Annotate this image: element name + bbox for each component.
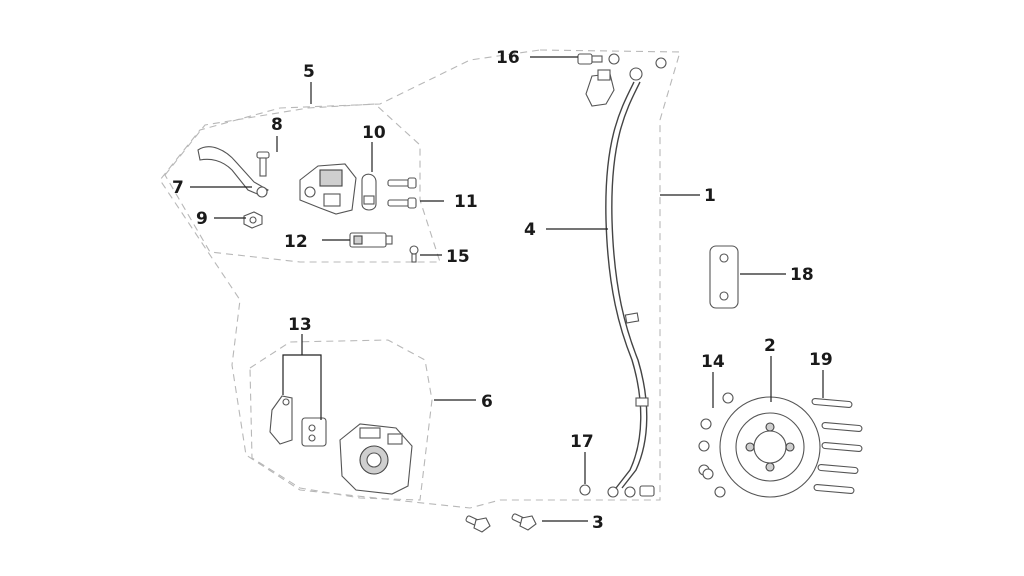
callout-14: 14 (701, 352, 725, 372)
brake-switch-part (349, 232, 393, 248)
brake-disc-part (719, 396, 821, 498)
clamp-bolts-part (387, 177, 417, 209)
banjo-fitting-top-part (585, 69, 615, 107)
callout-9: 9 (196, 209, 208, 229)
callout-16: 16 (496, 48, 520, 68)
callout-5: 5 (303, 62, 315, 82)
outline-master-cylinder-5 (164, 103, 441, 263)
lower-fittings-part (579, 484, 655, 498)
brake-hose-part (605, 67, 649, 489)
callout-13: 13 (288, 315, 312, 335)
callout-8: 8 (271, 115, 283, 135)
callout-10: 10 (362, 123, 386, 143)
pivot-bolt-part (256, 151, 270, 177)
callout-4: 4 (524, 220, 536, 240)
master-cylinder-part (299, 163, 357, 215)
small-screw-part (409, 245, 419, 263)
leader-lines (190, 56, 824, 522)
brake-lever-part (197, 146, 269, 198)
clamp-part (361, 173, 377, 211)
callout-17: 17 (570, 432, 594, 452)
bracket-part (709, 245, 739, 309)
disc-bolts-part (811, 397, 863, 495)
callout-labels: 1 2 3 4 5 6 7 8 9 10 11 12 13 14 15 16 1… (172, 48, 833, 533)
nut-part (243, 211, 263, 229)
callout-7: 7 (172, 178, 184, 198)
outline-caliper-6 (249, 339, 433, 501)
caliper-part (339, 423, 413, 495)
callout-1: 1 (704, 186, 716, 206)
callout-2: 2 (764, 336, 776, 356)
banjo-bolt-part (577, 53, 667, 69)
callout-15: 15 (446, 247, 470, 267)
brake-pads-part (269, 395, 327, 447)
caliper-bolts-part (465, 513, 537, 533)
callout-18: 18 (790, 265, 814, 285)
group-outlines (159, 49, 681, 509)
disc-nuts-part (698, 392, 734, 498)
callout-12: 12 (284, 232, 308, 252)
callout-11: 11 (454, 192, 478, 212)
outline-assembly-1 (159, 49, 681, 509)
callout-19: 19 (809, 350, 833, 370)
callout-3: 3 (592, 513, 604, 533)
callout-6: 6 (481, 392, 493, 412)
